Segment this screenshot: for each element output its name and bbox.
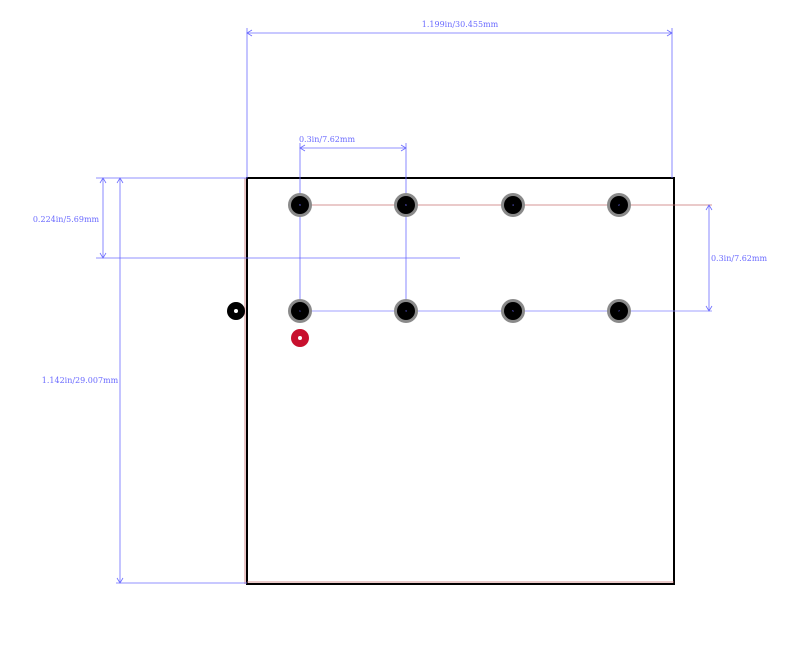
pad-pin-2: 2 <box>607 193 631 217</box>
pin-number: 3 <box>405 309 407 313</box>
pin-number: 2 <box>618 203 620 207</box>
pitch-dimension-label: 0.3in/7.62mm <box>299 135 356 144</box>
pin1-marker <box>291 329 309 347</box>
pin-number: 6 <box>405 203 407 207</box>
pad-pin-3: 3 <box>394 299 418 323</box>
pin-number: 4 <box>512 203 514 207</box>
origin-marker <box>227 302 245 320</box>
pad-pin-4: 4 <box>501 193 525 217</box>
pad-pin-8: 8 <box>288 193 312 217</box>
width-dimension <box>246 28 673 178</box>
top-offset-dimension <box>96 177 460 259</box>
row-pitch-dimension <box>705 204 713 312</box>
width-dimension-label: 1.199in/30.455mm <box>422 20 499 29</box>
pad-pin-6: 6 <box>394 193 418 217</box>
height-dimension-label: 1.142in/29.007mm <box>42 376 119 385</box>
pad-pin-1: 1 <box>288 299 312 323</box>
pin-number: 8 <box>299 203 301 207</box>
pad-pin-5: 5 <box>501 299 525 323</box>
pin-number: 5 <box>512 309 514 313</box>
pin-number: 7 <box>618 309 620 313</box>
row-pitch-dimension-label: 0.3in/7.62mm <box>711 254 768 263</box>
pad-pin-7: 7 <box>607 299 631 323</box>
top-offset-dimension-label: 0.224in/5.69mm <box>33 215 100 224</box>
pin-number: 1 <box>299 309 301 313</box>
pitch-dimension <box>299 143 407 311</box>
component-outline <box>246 177 675 585</box>
height-dimension <box>116 177 247 584</box>
